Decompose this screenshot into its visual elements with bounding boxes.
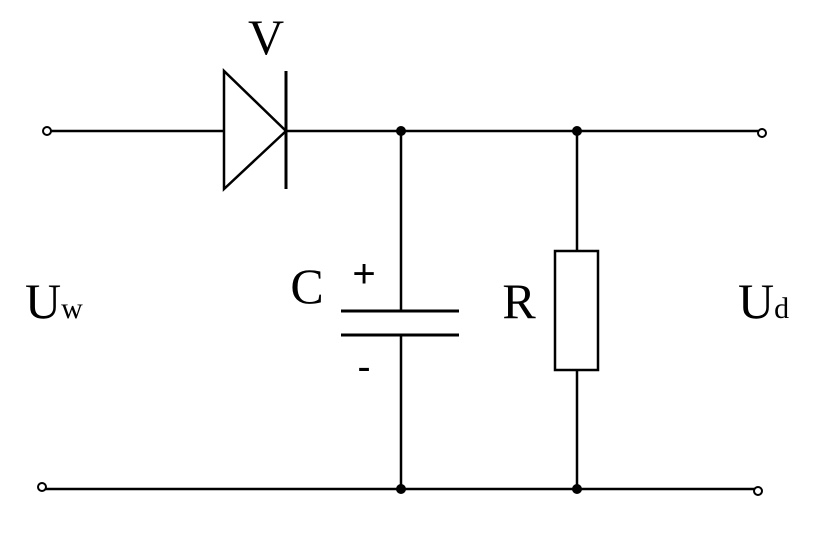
junction-dot [396,484,406,494]
junction-dot [396,126,406,136]
junction-dot [572,126,582,136]
resistor-body [553,249,600,372]
output-voltage-label: Ud [738,273,789,329]
input-voltage-main: U [25,273,61,329]
input-terminal-top [42,126,52,136]
output-terminal-top [757,128,767,138]
output-terminal-bottom [753,486,763,496]
junction-dot [572,484,582,494]
diode-label: V [248,9,284,65]
output-voltage-main: U [738,273,774,329]
output-voltage-subscript: d [774,292,789,325]
capacitor-label: C [290,258,323,314]
diode-symbol [222,68,288,192]
input-terminal-bottom [37,482,47,492]
capacitor-minus-sign: - [357,345,370,389]
input-voltage-subscript: w [61,292,83,325]
resistor-label: R [502,273,536,329]
diode-triangle [222,68,288,192]
input-voltage-label: Uw [25,273,83,329]
capacitor-plus-sign: + [352,252,375,296]
